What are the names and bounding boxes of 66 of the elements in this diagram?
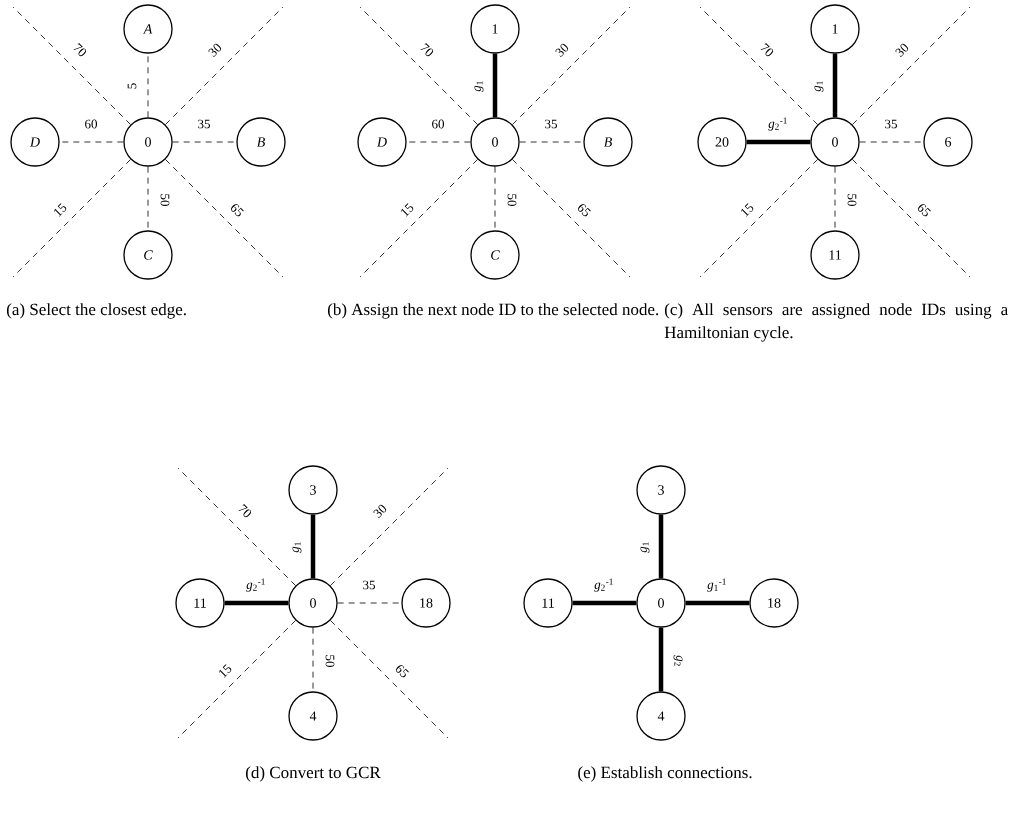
- connector-line: [492, 53, 498, 118]
- edge-label: 70: [420, 43, 434, 57]
- edge-label: g$_{1}$: [814, 81, 824, 92]
- caption: (d) Convert to GCR: [246, 766, 381, 782]
- edge-label: 15: [219, 664, 232, 678]
- connector-line: [330, 467, 449, 586]
- connector-line: [658, 627, 664, 692]
- edge-label: 65: [396, 665, 409, 678]
- connector-line: [177, 467, 296, 586]
- connector-line: [658, 514, 664, 579]
- edge-label: g$_{2}$-1: [246, 578, 265, 592]
- edge-label: g$_{1}$: [474, 81, 484, 92]
- edge-label: 65: [918, 204, 931, 217]
- edge-label: 35: [545, 119, 557, 129]
- edge-label: 65: [578, 204, 591, 217]
- edge-label: 30: [555, 43, 569, 58]
- edge-label: 50: [507, 194, 517, 206]
- connector-line: [572, 600, 637, 606]
- connector-line: [177, 620, 296, 739]
- caption: (e) Establish connections.: [578, 766, 752, 782]
- edge-label: 35: [885, 119, 897, 129]
- edge-label: g$_{1}$-1: [707, 578, 726, 592]
- connector-line: [165, 159, 284, 278]
- edge-label: 15: [741, 203, 754, 217]
- edge-label: 50: [325, 655, 335, 667]
- edge-label: 50: [847, 194, 857, 206]
- connector-line: [852, 159, 971, 278]
- edge-label: 30: [373, 504, 387, 519]
- connector-line: [852, 6, 971, 125]
- connector-line: [685, 600, 750, 606]
- edge-label: g$_{1}$: [640, 542, 650, 553]
- edge-label: 60: [85, 119, 97, 129]
- connector-line: [12, 6, 131, 125]
- connector-line: [699, 159, 818, 278]
- edge-label: g$_{2}$: [673, 655, 683, 666]
- caption: (c) All sensors are assigned node IDs using a Hamiltonian cycle.: [664, 303, 1008, 342]
- connector-line: [832, 53, 838, 118]
- edge-label: 70: [238, 504, 252, 518]
- connector-line: [165, 6, 284, 125]
- edge-label: 60: [432, 119, 444, 129]
- connector-line: [699, 6, 818, 125]
- connector-line: [330, 620, 449, 739]
- edge-label: 35: [363, 580, 375, 590]
- connector-line: [746, 139, 811, 145]
- edge-label: 5: [127, 83, 137, 89]
- edge-label: 65: [231, 204, 244, 217]
- connector-line: [512, 159, 631, 278]
- connector-line: [512, 6, 631, 125]
- edge-label: 35: [198, 119, 210, 129]
- edge-label: g$_{2}$-1: [768, 117, 787, 131]
- edge-label: 70: [760, 43, 774, 57]
- edge-label: 30: [895, 43, 909, 58]
- connector-line: [359, 159, 478, 278]
- edge-label: g$_{2}$-1: [594, 578, 613, 592]
- connector-line: [310, 514, 316, 579]
- caption: (a) Select the closest edge.: [6, 303, 186, 319]
- connector-line: [359, 6, 478, 125]
- edge-label: g$_{1}$: [292, 542, 302, 553]
- edge-label: 30: [208, 43, 222, 58]
- caption: (b) Assign the next node ID to the selected node.: [327, 303, 659, 319]
- edge-label: 70: [73, 43, 87, 57]
- connector-line: [224, 600, 289, 606]
- edge-label: 15: [401, 203, 414, 217]
- edge-label: 15: [54, 203, 67, 217]
- edge-label: 50: [160, 194, 170, 206]
- connector-line: [12, 159, 131, 278]
